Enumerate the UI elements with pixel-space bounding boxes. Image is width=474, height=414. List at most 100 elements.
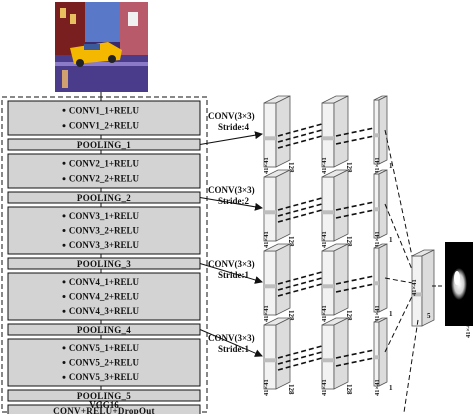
block-band <box>322 210 334 215</box>
block-front <box>373 321 380 387</box>
conv-layer-label: CONV4_3+RELU <box>69 306 140 316</box>
spatial-label: 41×41 <box>263 157 270 174</box>
bullet <box>62 124 66 128</box>
block-band <box>412 292 422 297</box>
conv-layer-label: CONV3_3+RELU <box>69 240 140 250</box>
pooling-label: POOLING_3 <box>77 259 131 269</box>
pooling-label: POOLING_4 <box>77 325 131 335</box>
bullet <box>62 177 66 181</box>
dashed-connection <box>335 135 375 145</box>
pooling-label: POOLING_5 <box>77 391 131 401</box>
block-band <box>374 355 379 360</box>
channel-label: 1 <box>389 384 393 392</box>
fusion-channel-label: 5 <box>427 312 431 320</box>
fusion-spatial-label: 41×41 <box>411 279 418 296</box>
block-side <box>333 243 349 316</box>
dashed-connection <box>335 127 375 137</box>
channel-label: 128 <box>287 162 295 173</box>
feature-block-c <box>373 95 388 165</box>
feature-block-b <box>321 169 349 242</box>
channel-label: 128 <box>345 162 353 173</box>
conv-layer-label: CONV5_3+RELU <box>69 372 140 382</box>
bullet <box>62 309 66 313</box>
block-band <box>374 207 379 212</box>
fusion-connection <box>384 283 419 353</box>
block-band <box>374 133 379 138</box>
dashed-connection <box>335 283 375 293</box>
branch-conv-label: CONV(3×3) <box>208 333 255 343</box>
pooling-label: POOLING_2 <box>77 193 131 203</box>
branch-stride-label: Stride:4 <box>218 122 249 132</box>
bullet <box>62 243 66 247</box>
branch-conv-label: CONV(3×3) <box>208 185 255 195</box>
conv-block <box>7 338 201 387</box>
pooling-box <box>7 389 201 402</box>
spatial-label: 41×41 <box>374 305 381 322</box>
branch-arrow <box>199 329 263 357</box>
block-side <box>275 243 291 316</box>
dashed-connection <box>335 357 375 367</box>
conv-layer-label: CONV4_2+RELU <box>69 292 140 302</box>
conv-layer-label: CONV2_2+RELU <box>69 174 140 184</box>
conv-layer-label: CONV4_1+RELU <box>69 277 140 287</box>
vgg16-title: VGG16 <box>89 400 119 410</box>
branch-stride-label: Stride:1 <box>218 270 249 280</box>
tail-connection <box>403 319 419 414</box>
branch-arrow <box>199 131 263 145</box>
feature-block-b <box>321 317 349 390</box>
dashed-connection <box>335 275 375 285</box>
channel-label: 128 <box>345 236 353 247</box>
block-band <box>322 136 334 141</box>
dashed-connection <box>335 349 375 359</box>
block-side <box>275 95 291 168</box>
spatial-label: 41×41 <box>374 379 381 396</box>
vgg16-container <box>1 96 208 413</box>
conv-layer-label: CONV3_1+RELU <box>69 211 140 221</box>
feature-block-c <box>373 169 388 239</box>
block-band <box>264 284 276 289</box>
bullet <box>62 295 66 298</box>
conv-layer-label: CONV2_1+RELU <box>69 158 140 168</box>
block-side <box>378 95 388 165</box>
feature-block-a <box>263 169 291 242</box>
channel-label: 1 <box>389 162 393 170</box>
spatial-label: 41×41 <box>374 157 381 174</box>
block-side <box>378 317 388 387</box>
spatial-label: 41×41 <box>263 305 270 322</box>
spatial-label: 41×41 <box>321 305 328 322</box>
feature-block-b <box>321 243 349 316</box>
dashed-connection <box>335 209 375 219</box>
block-side <box>378 169 388 239</box>
dashed-connection <box>335 201 375 211</box>
conv-layer-label: CONV5_2+RELU <box>69 358 140 368</box>
branch-arrow <box>199 263 263 284</box>
feature-block-a <box>263 95 291 168</box>
conv-layer-label: CONV5_1+RELU <box>69 343 140 353</box>
block-side <box>275 317 291 390</box>
block-band <box>374 281 379 286</box>
feature-block-a <box>263 317 291 390</box>
output-spatial-label: 41×41 <box>465 321 472 338</box>
branch-stride-label: Stride:1 <box>218 344 249 354</box>
block-side <box>421 249 435 327</box>
feature-block-b <box>321 95 349 168</box>
pooling-label: POOLING_1 <box>77 140 131 150</box>
spatial-label: 41×41 <box>263 379 270 396</box>
block-side <box>333 169 349 242</box>
bullet <box>62 161 66 165</box>
feature-block-c <box>373 243 388 313</box>
channel-label: 128 <box>287 310 295 321</box>
spatial-label: 41×41 <box>321 379 328 396</box>
block-front <box>373 99 380 165</box>
bullet <box>62 361 66 364</box>
conv-relu-dropout-box <box>7 404 201 414</box>
block-band <box>264 210 276 215</box>
block-front <box>373 173 380 239</box>
channel-label: 128 <box>287 236 295 247</box>
fusion-layer: 5 41×41 41×41 <box>403 249 472 414</box>
spatial-label: 41×41 <box>321 231 328 248</box>
conv-layer-label: CONV1_1+RELU <box>69 105 140 115</box>
bullet <box>62 229 66 232</box>
